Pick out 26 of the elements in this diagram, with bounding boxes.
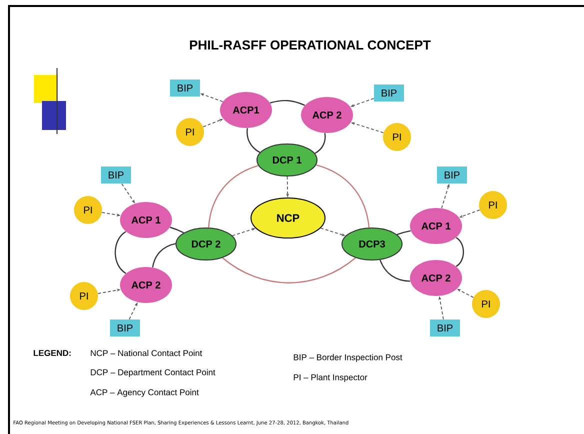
connector xyxy=(114,231,126,274)
connector xyxy=(396,230,411,236)
legend-text: PI – Plant Inspector xyxy=(294,374,368,382)
connector xyxy=(152,243,176,268)
connector xyxy=(121,183,135,204)
connector xyxy=(456,237,464,267)
connector xyxy=(222,257,356,284)
post-box: BIP xyxy=(374,84,404,102)
legend-text: ACP – Agency Contact Point xyxy=(90,389,199,397)
post-box: BIP xyxy=(101,166,131,184)
connector xyxy=(316,164,370,228)
legend-text: NCP – National Contact Point xyxy=(90,350,202,356)
post-box: BIP xyxy=(170,80,200,96)
connector xyxy=(380,260,410,282)
post-box: BIP xyxy=(110,320,140,336)
post-box: BIP xyxy=(430,320,460,336)
title: PHIL-RASFF OPERATIONAL CONCEPT xyxy=(190,40,431,50)
connector xyxy=(246,128,260,153)
legend-text: DCP – Department Contact Point xyxy=(90,369,216,377)
legend-text: BIP – Border Inspection Post xyxy=(294,354,402,362)
connector xyxy=(314,133,326,154)
connector xyxy=(170,226,184,234)
post-box: BIP xyxy=(437,166,467,184)
connector xyxy=(270,100,306,106)
legend-text: LEGEND: xyxy=(34,350,71,356)
connector xyxy=(208,165,258,228)
